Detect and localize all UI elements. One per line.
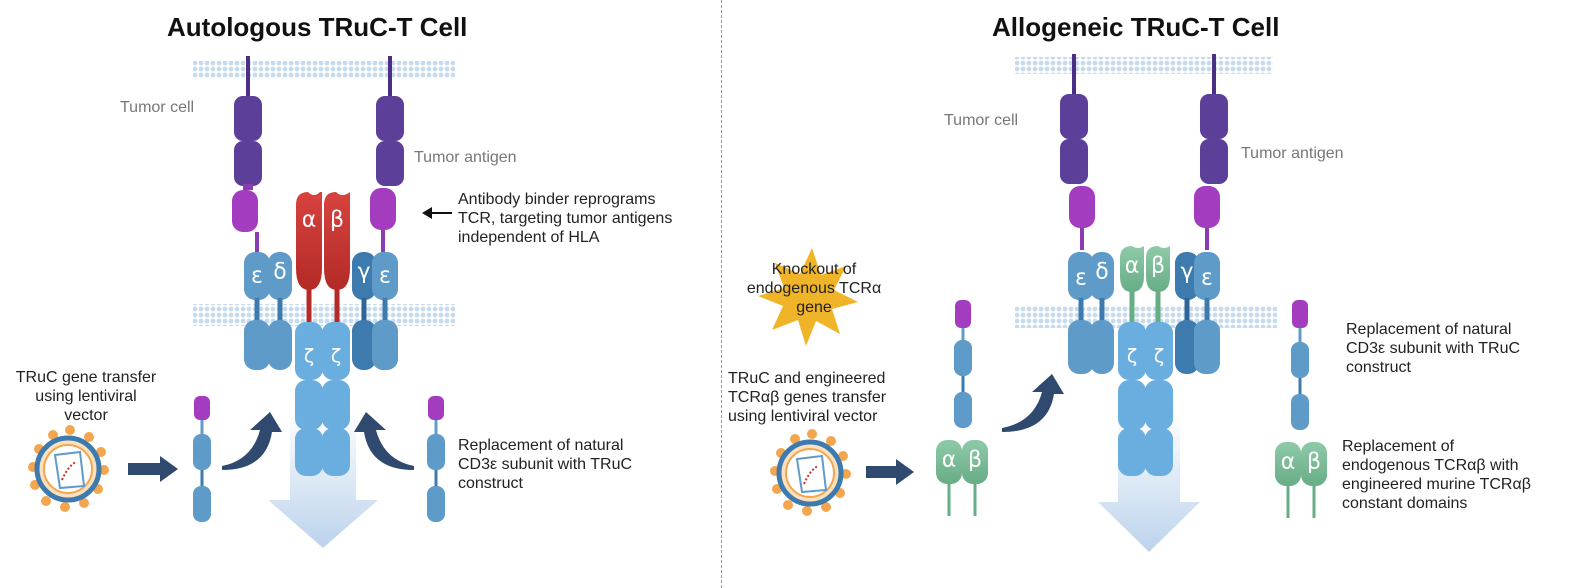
right-tumor-membrane (1015, 57, 1273, 74)
replacement-line: engineered murine TCRαβ (1342, 476, 1531, 493)
gene-transfer-line: TRuC and engineered (728, 370, 886, 387)
left-tumor-antigen-label: Tumor antigen (414, 149, 517, 166)
panel-divider (721, 0, 722, 588)
replacement-line: Replacement of (1342, 438, 1455, 455)
left-tcell-membrane (193, 304, 455, 326)
zeta-glyph: ζ (1127, 345, 1137, 367)
left-tumor-membrane (193, 61, 455, 78)
gene-transfer-line: TRuC gene transfer (15, 369, 157, 386)
gene-transfer-line: vector (64, 407, 108, 424)
left-curved-arrow-1 (222, 412, 282, 470)
binder-note-line: TCR, targeting tumor antigens (458, 210, 673, 227)
right-replacement-tcr-note: Replacement of endogenous TCRαβ with eng… (1342, 437, 1531, 513)
binder-note: Antibody binder reprograms TCR, targetin… (458, 190, 672, 247)
epsilon-glyph: ε (379, 264, 391, 289)
left-tcr-alpha-beta: α β (296, 192, 350, 322)
beta-glyph: β (968, 448, 982, 473)
right-tumor-cell-label: Tumor cell (944, 112, 1019, 129)
right-tumor-antigen-1 (1060, 54, 1095, 250)
epsilon-glyph: ε (1201, 266, 1213, 291)
right-truc-construct-1 (954, 300, 972, 428)
left-transfer-arrow (128, 456, 178, 482)
replacement-line: construct (1346, 359, 1411, 376)
binder-note-line: Antibody binder reprograms (458, 191, 656, 208)
right-engineered-tcr-2: α β (1275, 442, 1327, 518)
replacement-line: constant domains (1342, 495, 1468, 512)
epsilon-glyph: ε (1075, 266, 1087, 291)
zeta-glyph: ζ (304, 345, 314, 367)
right-zeta-chains: ζ ζ (1118, 322, 1173, 476)
gene-transfer-line: using lentiviral vector (728, 408, 878, 425)
gene-transfer-line: TCRαβ genes transfer (728, 389, 887, 406)
left-cd3-gamma-epsilon: γ ε (352, 252, 398, 370)
right-panel-title: Allogeneic TRuC-T Cell (992, 12, 1280, 42)
right-curved-arrow (1002, 374, 1064, 432)
gene-transfer-line: using lentiviral (35, 388, 137, 405)
gamma-glyph: γ (1180, 260, 1193, 285)
replacement-line: Replacement of natural (1346, 321, 1512, 338)
left-tumor-antigen-1 (232, 56, 262, 252)
knockout-star-icon (758, 248, 858, 346)
beta-glyph: β (1307, 450, 1321, 475)
replacement-line: Replacement of natural (458, 437, 624, 454)
replacement-line: construct (458, 475, 523, 492)
right-cd3-gamma-epsilon: γ ε (1175, 252, 1220, 374)
right-tcr-alpha-beta: α β (1120, 246, 1170, 322)
right-transfer-arrow (866, 459, 914, 485)
left-zeta-chains: ζ ζ (295, 322, 350, 476)
left-curved-arrow-2 (354, 412, 414, 470)
replacement-line: CD3ε subunit with TRuC (458, 456, 633, 473)
right-tumor-antigen-label: Tumor antigen (1241, 145, 1344, 162)
beta-glyph: β (1151, 254, 1165, 279)
left-panel-title: Autologous TRuC-T Cell (167, 12, 468, 42)
right-cd3-epsilon-delta: ε δ (1068, 252, 1114, 374)
zeta-glyph: ζ (1154, 345, 1164, 367)
knockout-note: Knockout of endogenous TCRα gene (728, 260, 900, 317)
left-tumor-antigen-2 (370, 56, 404, 252)
left-cd3-epsilon-delta: ε δ (244, 252, 292, 370)
right-engineered-tcr-1: α β (936, 440, 988, 516)
binder-note-line: independent of HLA (458, 229, 600, 246)
replacement-line: CD3ε subunit with TRuC (1346, 340, 1521, 357)
alpha-glyph: α (1125, 254, 1140, 279)
knockout-line: gene (796, 299, 832, 316)
left-replacement-note: Replacement of natural CD3ε subunit with… (458, 436, 632, 493)
delta-glyph: δ (273, 260, 286, 285)
epsilon-glyph: ε (251, 264, 263, 289)
replacement-line: endogenous TCRαβ with (1342, 457, 1519, 474)
gamma-glyph: γ (357, 260, 370, 285)
right-replacement-cd3-note: Replacement of natural CD3ε subunit with… (1346, 320, 1520, 377)
right-gene-transfer-note: TRuC and engineered TCRαβ genes transfer… (728, 369, 886, 426)
zeta-glyph: ζ (331, 345, 341, 367)
knockout-line: Knockout of (771, 261, 857, 278)
left-truc-construct-1 (193, 396, 211, 522)
left-gene-transfer-note: TRuC gene transfer using lentiviral vect… (6, 368, 166, 425)
left-lentivirus-icon (28, 425, 109, 512)
left-truc-construct-2 (427, 396, 445, 522)
alpha-glyph: α (1281, 450, 1296, 475)
right-tumor-antigen-2 (1194, 54, 1228, 250)
alpha-glyph: α (302, 208, 317, 233)
left-tumor-cell-label: Tumor cell (120, 99, 195, 116)
right-truc-construct-2 (1291, 300, 1309, 430)
knockout-line: endogenous TCRα (746, 280, 882, 297)
alpha-glyph: α (942, 448, 957, 473)
right-lentivirus-icon (770, 429, 851, 516)
beta-glyph: β (330, 208, 344, 233)
right-tcell-membrane (1015, 306, 1277, 328)
delta-glyph: δ (1095, 260, 1108, 285)
